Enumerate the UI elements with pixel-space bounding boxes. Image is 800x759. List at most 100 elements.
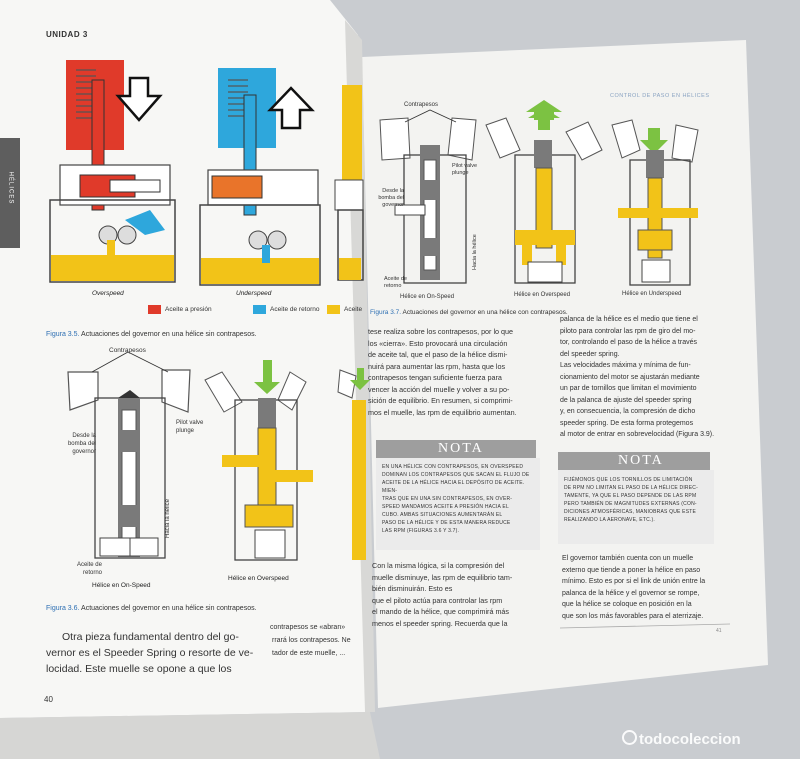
fig37-desde-bomba-label: Desde la bomba del governor <box>378 188 404 208</box>
nota-1-body: En una hélice con contrapesos, en Oversp… <box>382 463 538 535</box>
caption-3-7-number: Figura 3.7. <box>370 309 402 316</box>
nota-1-line: En una hélice con contrapesos, en Oversp… <box>382 464 524 470</box>
nota-2-title: NOTA <box>618 453 664 468</box>
right-col2-line: de la palanca de ajuste del speeder spri… <box>560 396 692 404</box>
right-col1b-line: que el piloto actúa para controlar las r… <box>372 595 503 605</box>
caption-3-5-text: Actuaciones del governor en una hélice s… <box>81 331 257 338</box>
governor-underspeed-diagram <box>199 68 321 286</box>
legend-swatch-return <box>253 305 266 314</box>
fig36-desde-bomba-label: Desde la bomba del governor <box>67 433 96 455</box>
right-col1-line: mos el muelle, las rpm de equilibrio aum… <box>368 407 517 417</box>
caption-3-6: Figura 3.6. Actuaciones del governor en … <box>46 605 257 612</box>
nota-box-1 <box>376 458 540 550</box>
caption-3-5-number: Figura 3.5. <box>46 331 80 338</box>
nota-2-body: Fijémonos que los tornillos de limitació… <box>564 476 712 524</box>
caption-3-7-text: Actuaciones del governor en una hélice c… <box>402 309 568 316</box>
caption-3-6-number: Figura 3.6. <box>46 605 80 612</box>
left-body-fragment-3: tador de este muelle, ... <box>272 650 346 657</box>
right-col2-line: palanca de la hélice es el medio que tie… <box>560 316 698 323</box>
right-col2-line: speeder spring. De esta forma protegemos <box>560 419 694 427</box>
right-col1-text: tese realiza sobre los contrapesos, por … <box>368 326 543 418</box>
nota-1-line: paso de la hélice y de esta manera reduc… <box>382 520 511 526</box>
governor-onspeed-partial-diagram <box>334 85 364 281</box>
caption-3-7: Figura 3.7. Actuaciones del governor en … <box>370 309 568 316</box>
right-col2-text: palanca de la hélice es el medio que tie… <box>560 314 730 441</box>
right-col2-line: Las velocidades máxima y mínima de fun- <box>560 362 691 369</box>
right-col2b-line: El governor también cuenta con un muelle <box>562 555 694 562</box>
right-col1b-line: menos el speeder spring. Recuerda que la <box>372 618 508 628</box>
right-col1b-text: Con la misma lógica, si la compresión de… <box>372 560 547 629</box>
right-col2-line: del speeder spring. <box>560 350 620 358</box>
legend-label-pressure: Aceite a presión <box>165 306 212 313</box>
watermark-circle-icon <box>622 730 637 745</box>
right-col1-line: vencer la acción del muelle y volver a s… <box>368 384 510 394</box>
right-col2-line: al motor de entrar en sobrevelocidad (Fi… <box>560 431 715 438</box>
nota-2-line: realizando la aeronave, etc.). <box>564 517 655 523</box>
nota-box-1-header <box>376 440 536 458</box>
nota-1-line: cubo. Ambas situaciones aumentarán el <box>382 512 503 518</box>
nota-box-2-header <box>558 452 710 470</box>
fig36-aceite-retorno-label: Aceite de retorno <box>76 562 102 576</box>
side-tab-label: HÉLICES <box>7 171 14 205</box>
right-col1-line: nuirá para aumentar las rpm, hasta que l… <box>368 361 506 371</box>
side-tab <box>0 138 20 248</box>
right-col1b-line: Con la misma lógica, si la compresión de… <box>372 561 505 570</box>
nota-2-line: Fijémonos que los tornillos de limitació… <box>564 477 693 483</box>
fig36-label-onspeed: Hélice en On-Speed <box>92 582 151 589</box>
fig37-label-overspeed: Hélice en Overspeed <box>514 292 571 298</box>
watermark-text: todocoleccion <box>639 731 741 748</box>
nota-1-title: NOTA <box>438 441 484 456</box>
governor-overspeed-diagram <box>49 60 176 283</box>
left-body-line-2: vernor es el Speeder Spring o resorte de… <box>46 647 254 659</box>
right-col2b-line: que son los más favorables para el aterr… <box>562 612 704 620</box>
left-body-fragment-2: rrará los contrapesos. Ne <box>272 637 351 644</box>
caption-3-5: Figura 3.5. Actuaciones del governor en … <box>46 331 257 338</box>
fig37-hacia-helice-label: Hacia la hélice <box>472 234 478 270</box>
nota-1-line: speed mandamos aceite a presión hacia el <box>382 504 509 510</box>
right-col2b-line: mínimo. Esto es por si el link de unión … <box>562 578 706 585</box>
right-col2b-line: que la hélice se coloque en posición en … <box>562 601 692 608</box>
figure-3-7 <box>379 100 699 286</box>
nota-2-line: de RPM no limitan el paso de la hélice d… <box>564 485 698 491</box>
figure-3-5 <box>49 60 364 314</box>
right-col2b-line: externo que tiende a poner la hélice en … <box>562 566 701 574</box>
left-body-line-3: locidad. Este muelle se opone a que los <box>46 663 232 675</box>
right-col1-line: sición de equilibrio. En resumen, si com… <box>368 396 513 405</box>
right-col1-line: de aceite tal, que el paso de la hélice … <box>368 350 508 359</box>
right-col1-line: los «cierra». Esto provocará una circula… <box>368 338 508 348</box>
legend-swatch-oil <box>327 305 340 314</box>
right-col1-line: contrapesos tengan suficiente fuerza par… <box>368 373 502 382</box>
nota-1-line: aceite de la hélice hacia el depósito de… <box>382 480 525 494</box>
right-page-number: 41 <box>716 628 722 634</box>
fig37-label-underspeed: Hélice en Underspeed <box>622 291 682 297</box>
nota-2-line: diciones atmosféricas, maniobras que est… <box>564 509 697 515</box>
fig37-contrapesos-label: Contrapesos <box>404 102 439 108</box>
caption-3-6-text: Actuaciones del governor en una hélice s… <box>81 605 257 612</box>
right-col1b-line: muelle disminuye, las rpm de equilibrio … <box>372 572 513 582</box>
legend-label-return: Aceite de retorno <box>270 306 320 313</box>
right-col1b-line: bién disminuirán. Esto es <box>372 584 453 593</box>
nota-1-line: dominan los contrapesos que sacan el flu… <box>382 472 530 478</box>
unit-header: UNIDAD 3 <box>46 30 88 39</box>
watermark: todocoleccion <box>622 730 741 748</box>
legend-swatch-pressure <box>148 305 161 314</box>
legend-label-oil: Aceite <box>344 306 363 313</box>
left-page-number: 40 <box>44 695 53 704</box>
right-col2b-text: El governor también cuenta con un muelle… <box>562 553 730 622</box>
right-page-header: CONTROL DE PASO EN HÉLICES <box>610 93 710 99</box>
fig37-label-onspeed: Hélice en On-Speed <box>400 294 455 300</box>
fig37-pilot-valve-label: Pilot valve plunge <box>452 163 478 176</box>
left-body-line-1: Otra pieza fundamental dentro del go- <box>62 631 239 643</box>
figure-3-6 <box>67 351 370 561</box>
right-col2b-line: palanca de la hélice y el governor se ro… <box>562 589 700 597</box>
fig36-contrapesos-label: Contrapesos <box>109 347 146 354</box>
left-body-fragment-1: contrapesos se «abran» <box>270 624 346 631</box>
label-underspeed: Underspeed <box>236 290 272 297</box>
nota-1-line: tras que en una sin contrapesos, en Over… <box>382 496 513 502</box>
nota-2-line: tamente, ya que el paso depende de las R… <box>564 493 697 499</box>
right-col2-line: cionamiento del motor se ajustarán media… <box>560 373 700 381</box>
nota-2-line: pero también de magnitudes externas (con… <box>564 501 697 507</box>
right-col2-line: un par de tornillos que limitan el movim… <box>560 385 697 392</box>
fig36-hacia-helice-label: Hacia la hélice <box>165 498 171 538</box>
